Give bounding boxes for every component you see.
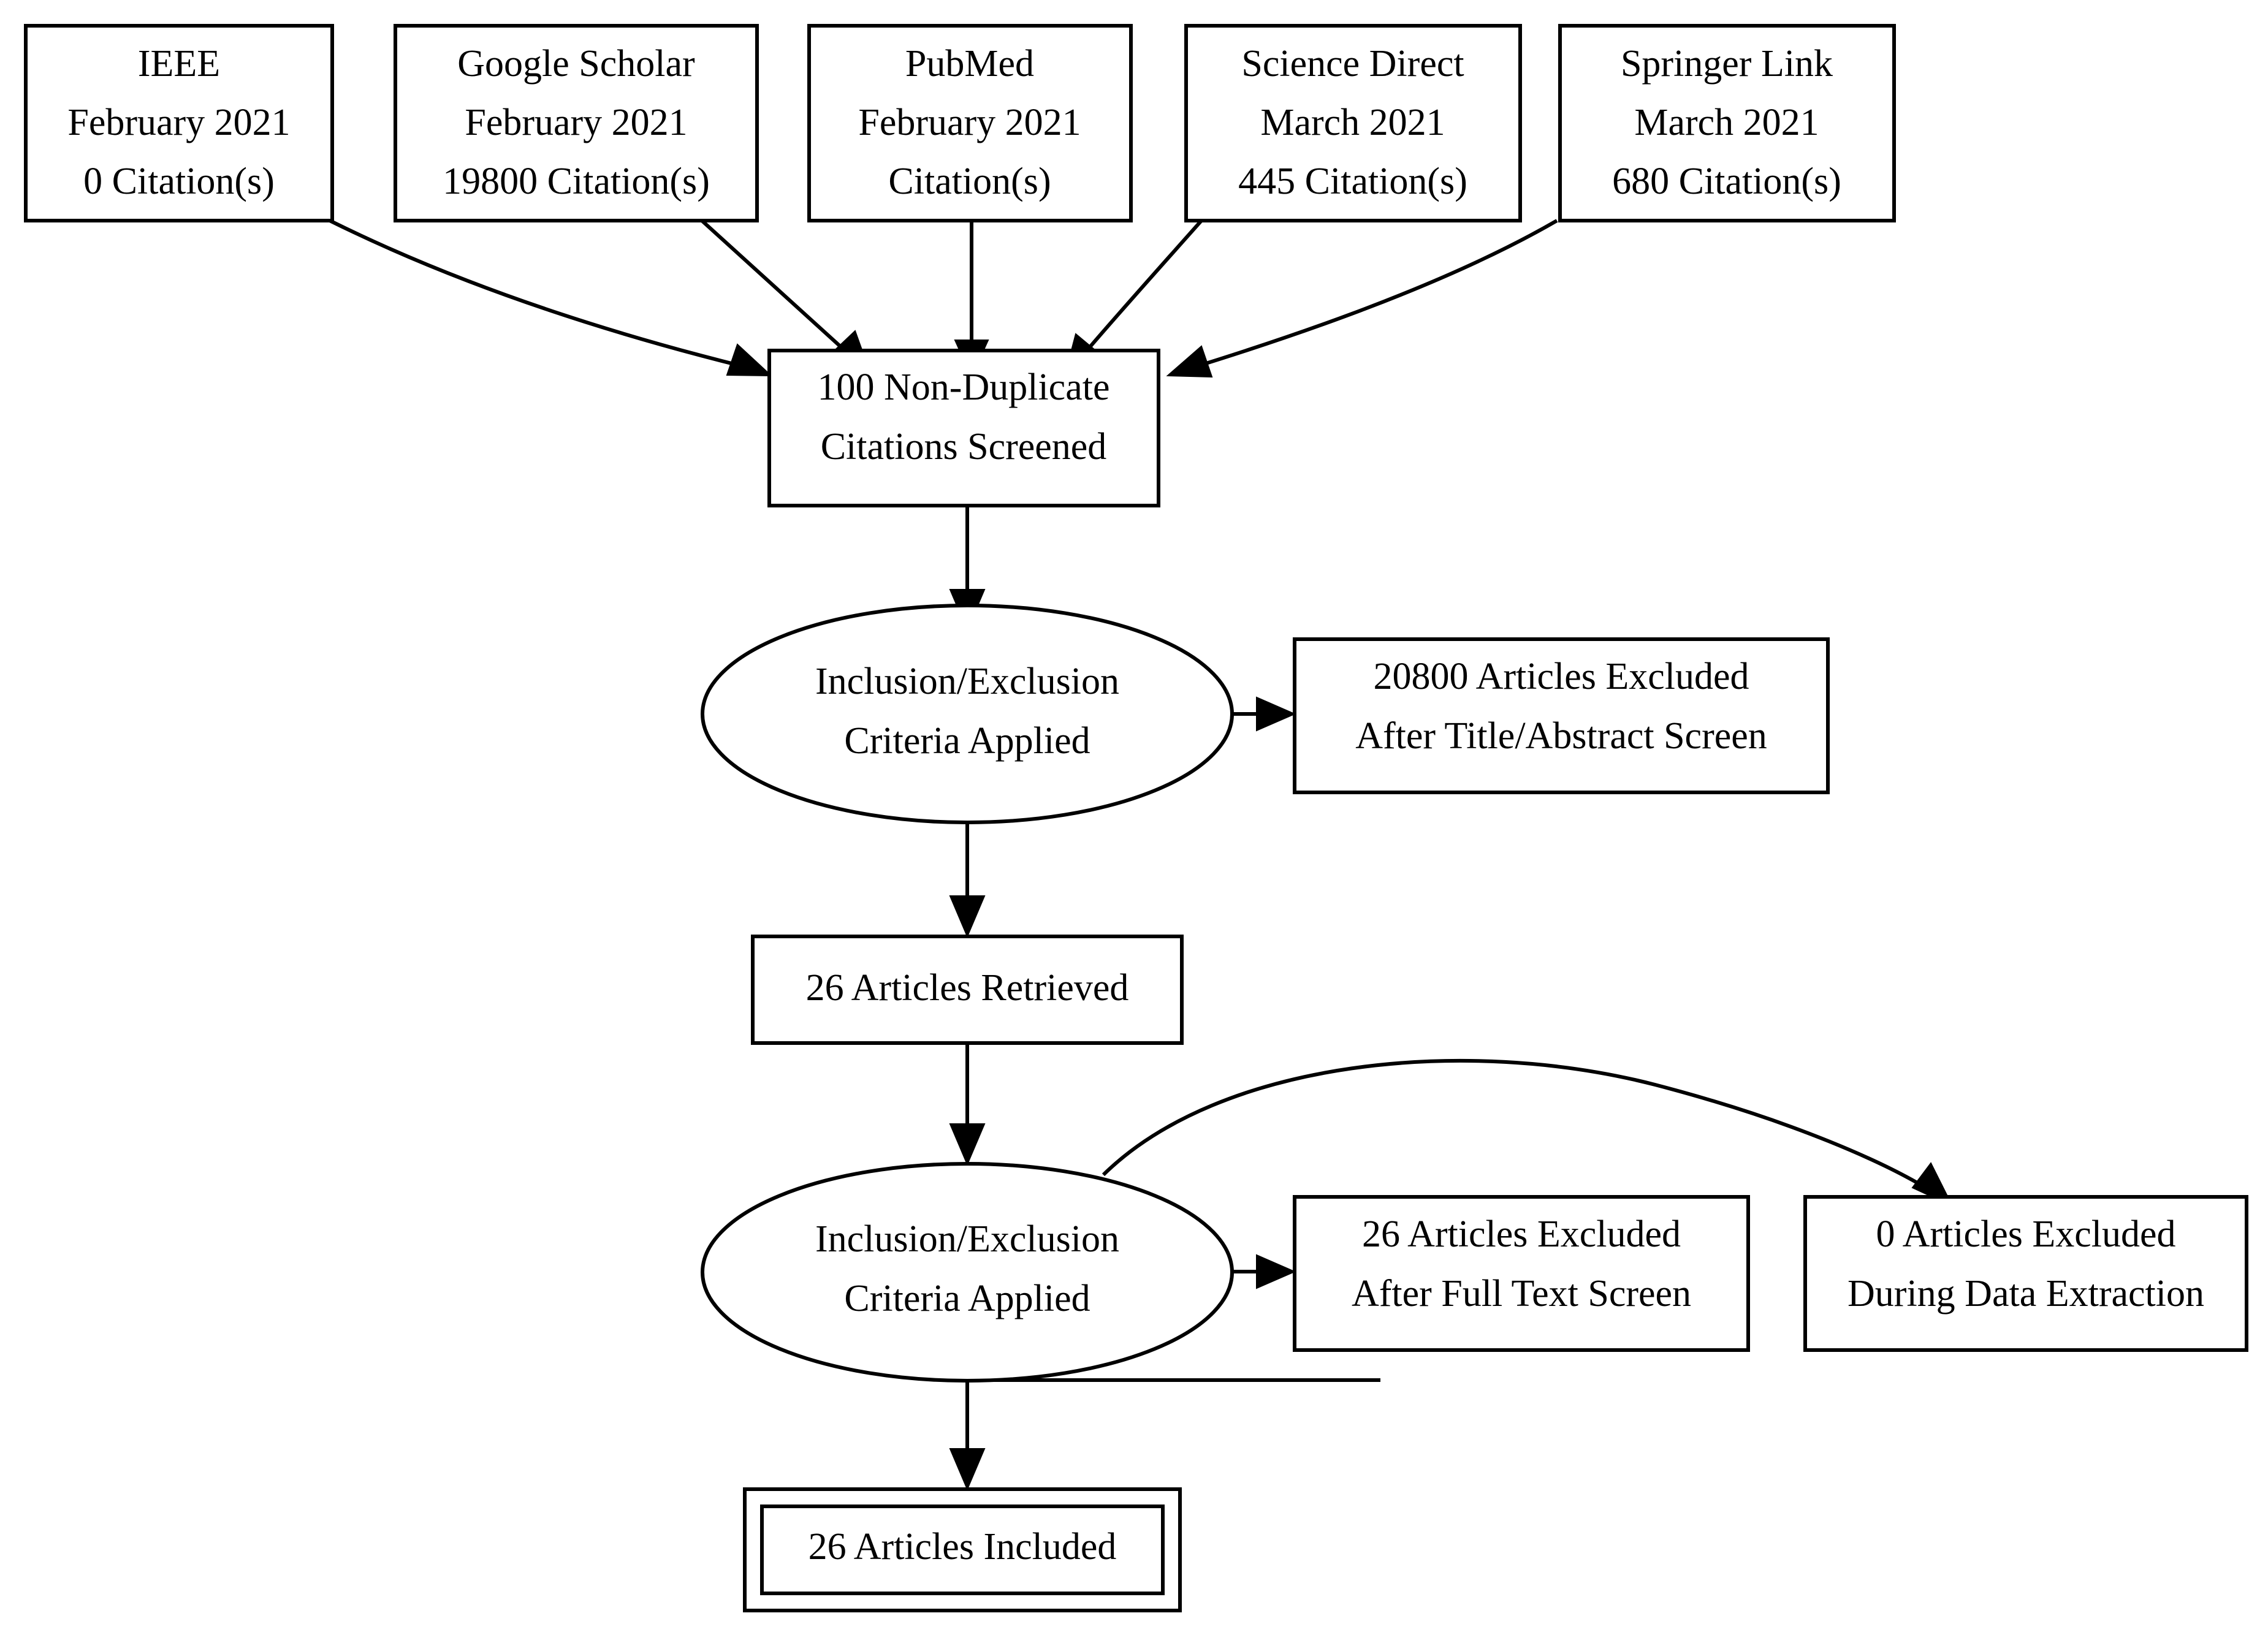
source-google-scholar-date: February 2021 xyxy=(465,102,687,143)
node-articles-included[interactable]: 26 Articles Included xyxy=(743,1487,1182,1612)
source-pubmed-name: PubMed xyxy=(905,43,1034,85)
included-line1: 26 Articles Included xyxy=(809,1526,1117,1568)
source-springer-link-citations: 680 Citation(s) xyxy=(1612,161,1841,202)
criteria2-line1: Inclusion/Exclusion xyxy=(815,1218,1119,1260)
node-excluded-data-extraction[interactable]: 0 Articles Excluded During Data Extracti… xyxy=(1803,1195,2248,1352)
source-ieee-citations: 0 Citation(s) xyxy=(83,161,275,202)
edge-criteria1-to-excluded1 xyxy=(1232,696,1296,732)
node-source-google-scholar[interactable]: Google Scholar February 2021 19800 Citat… xyxy=(394,24,759,222)
excluded1-line1: 20800 Articles Excluded xyxy=(1374,656,1749,697)
excluded1-line2: After Title/Abstract Screen xyxy=(1355,715,1767,757)
citations-screened-line1: 100 Non-Duplicate xyxy=(818,366,1110,408)
node-source-springer-link[interactable]: Springer Link March 2021 680 Citation(s) xyxy=(1558,24,1896,222)
edge-retrieved-to-criteria2 xyxy=(949,1043,986,1166)
retrieved-line1: 26 Articles Retrieved xyxy=(806,967,1129,1009)
edge-criteria2-to-excluded2 xyxy=(1232,1254,1296,1289)
node-criteria-applied-full-text[interactable]: Inclusion/Exclusion Criteria Applied xyxy=(701,1162,1234,1383)
edge-criteria2-to-excluded3 xyxy=(1102,1058,1954,1208)
node-source-ieee[interactable]: IEEE February 2021 0 Citation(s) xyxy=(24,24,334,222)
source-google-scholar-name: Google Scholar xyxy=(457,43,695,85)
node-citations-screened[interactable]: 100 Non-Duplicate Citations Screened xyxy=(767,349,1160,507)
node-articles-retrieved[interactable]: 26 Articles Retrieved xyxy=(751,935,1184,1045)
node-criteria-applied-title-abstract[interactable]: Inclusion/Exclusion Criteria Applied xyxy=(701,604,1234,824)
edge-springer-link-to-screened xyxy=(1166,219,1558,378)
node-source-science-direct[interactable]: Science Direct March 2021 445 Citation(s… xyxy=(1184,24,1522,222)
criteria2-line2: Criteria Applied xyxy=(844,1278,1090,1319)
excluded2-line2: After Full Text Screen xyxy=(1352,1273,1691,1315)
excluded2-line1: 26 Articles Excluded xyxy=(1362,1213,1681,1255)
criteria1-line2: Criteria Applied xyxy=(844,720,1090,762)
source-google-scholar-citations: 19800 Citation(s) xyxy=(443,161,710,202)
source-springer-link-date: March 2021 xyxy=(1634,102,1819,143)
node-excluded-title-abstract[interactable]: 20800 Articles Excluded After Title/Abst… xyxy=(1293,637,1830,794)
edge-criteria2-to-included xyxy=(949,1378,1380,1491)
source-science-direct-citations: 445 Citation(s) xyxy=(1238,161,1467,202)
excluded3-line1: 0 Articles Excluded xyxy=(1876,1213,2176,1255)
source-springer-link-name: Springer Link xyxy=(1621,43,1833,85)
criteria1-line1: Inclusion/Exclusion xyxy=(815,661,1119,702)
node-source-pubmed[interactable]: PubMed February 2021 Citation(s) xyxy=(807,24,1133,222)
source-ieee-name: IEEE xyxy=(138,43,220,85)
source-science-direct-date: March 2021 xyxy=(1260,102,1445,143)
node-excluded-full-text[interactable]: 26 Articles Excluded After Full Text Scr… xyxy=(1293,1195,1750,1352)
source-ieee-date: February 2021 xyxy=(67,102,290,143)
edge-criteria1-to-retrieved xyxy=(949,822,986,938)
source-science-direct-name: Science Direct xyxy=(1241,43,1464,85)
source-pubmed-date: February 2021 xyxy=(858,102,1081,143)
citations-screened-line2: Citations Screened xyxy=(821,426,1107,468)
edge-ieee-to-screened xyxy=(329,219,773,377)
source-pubmed-citations: Citation(s) xyxy=(888,161,1051,202)
excluded3-line2: During Data Extraction xyxy=(1848,1273,2204,1315)
